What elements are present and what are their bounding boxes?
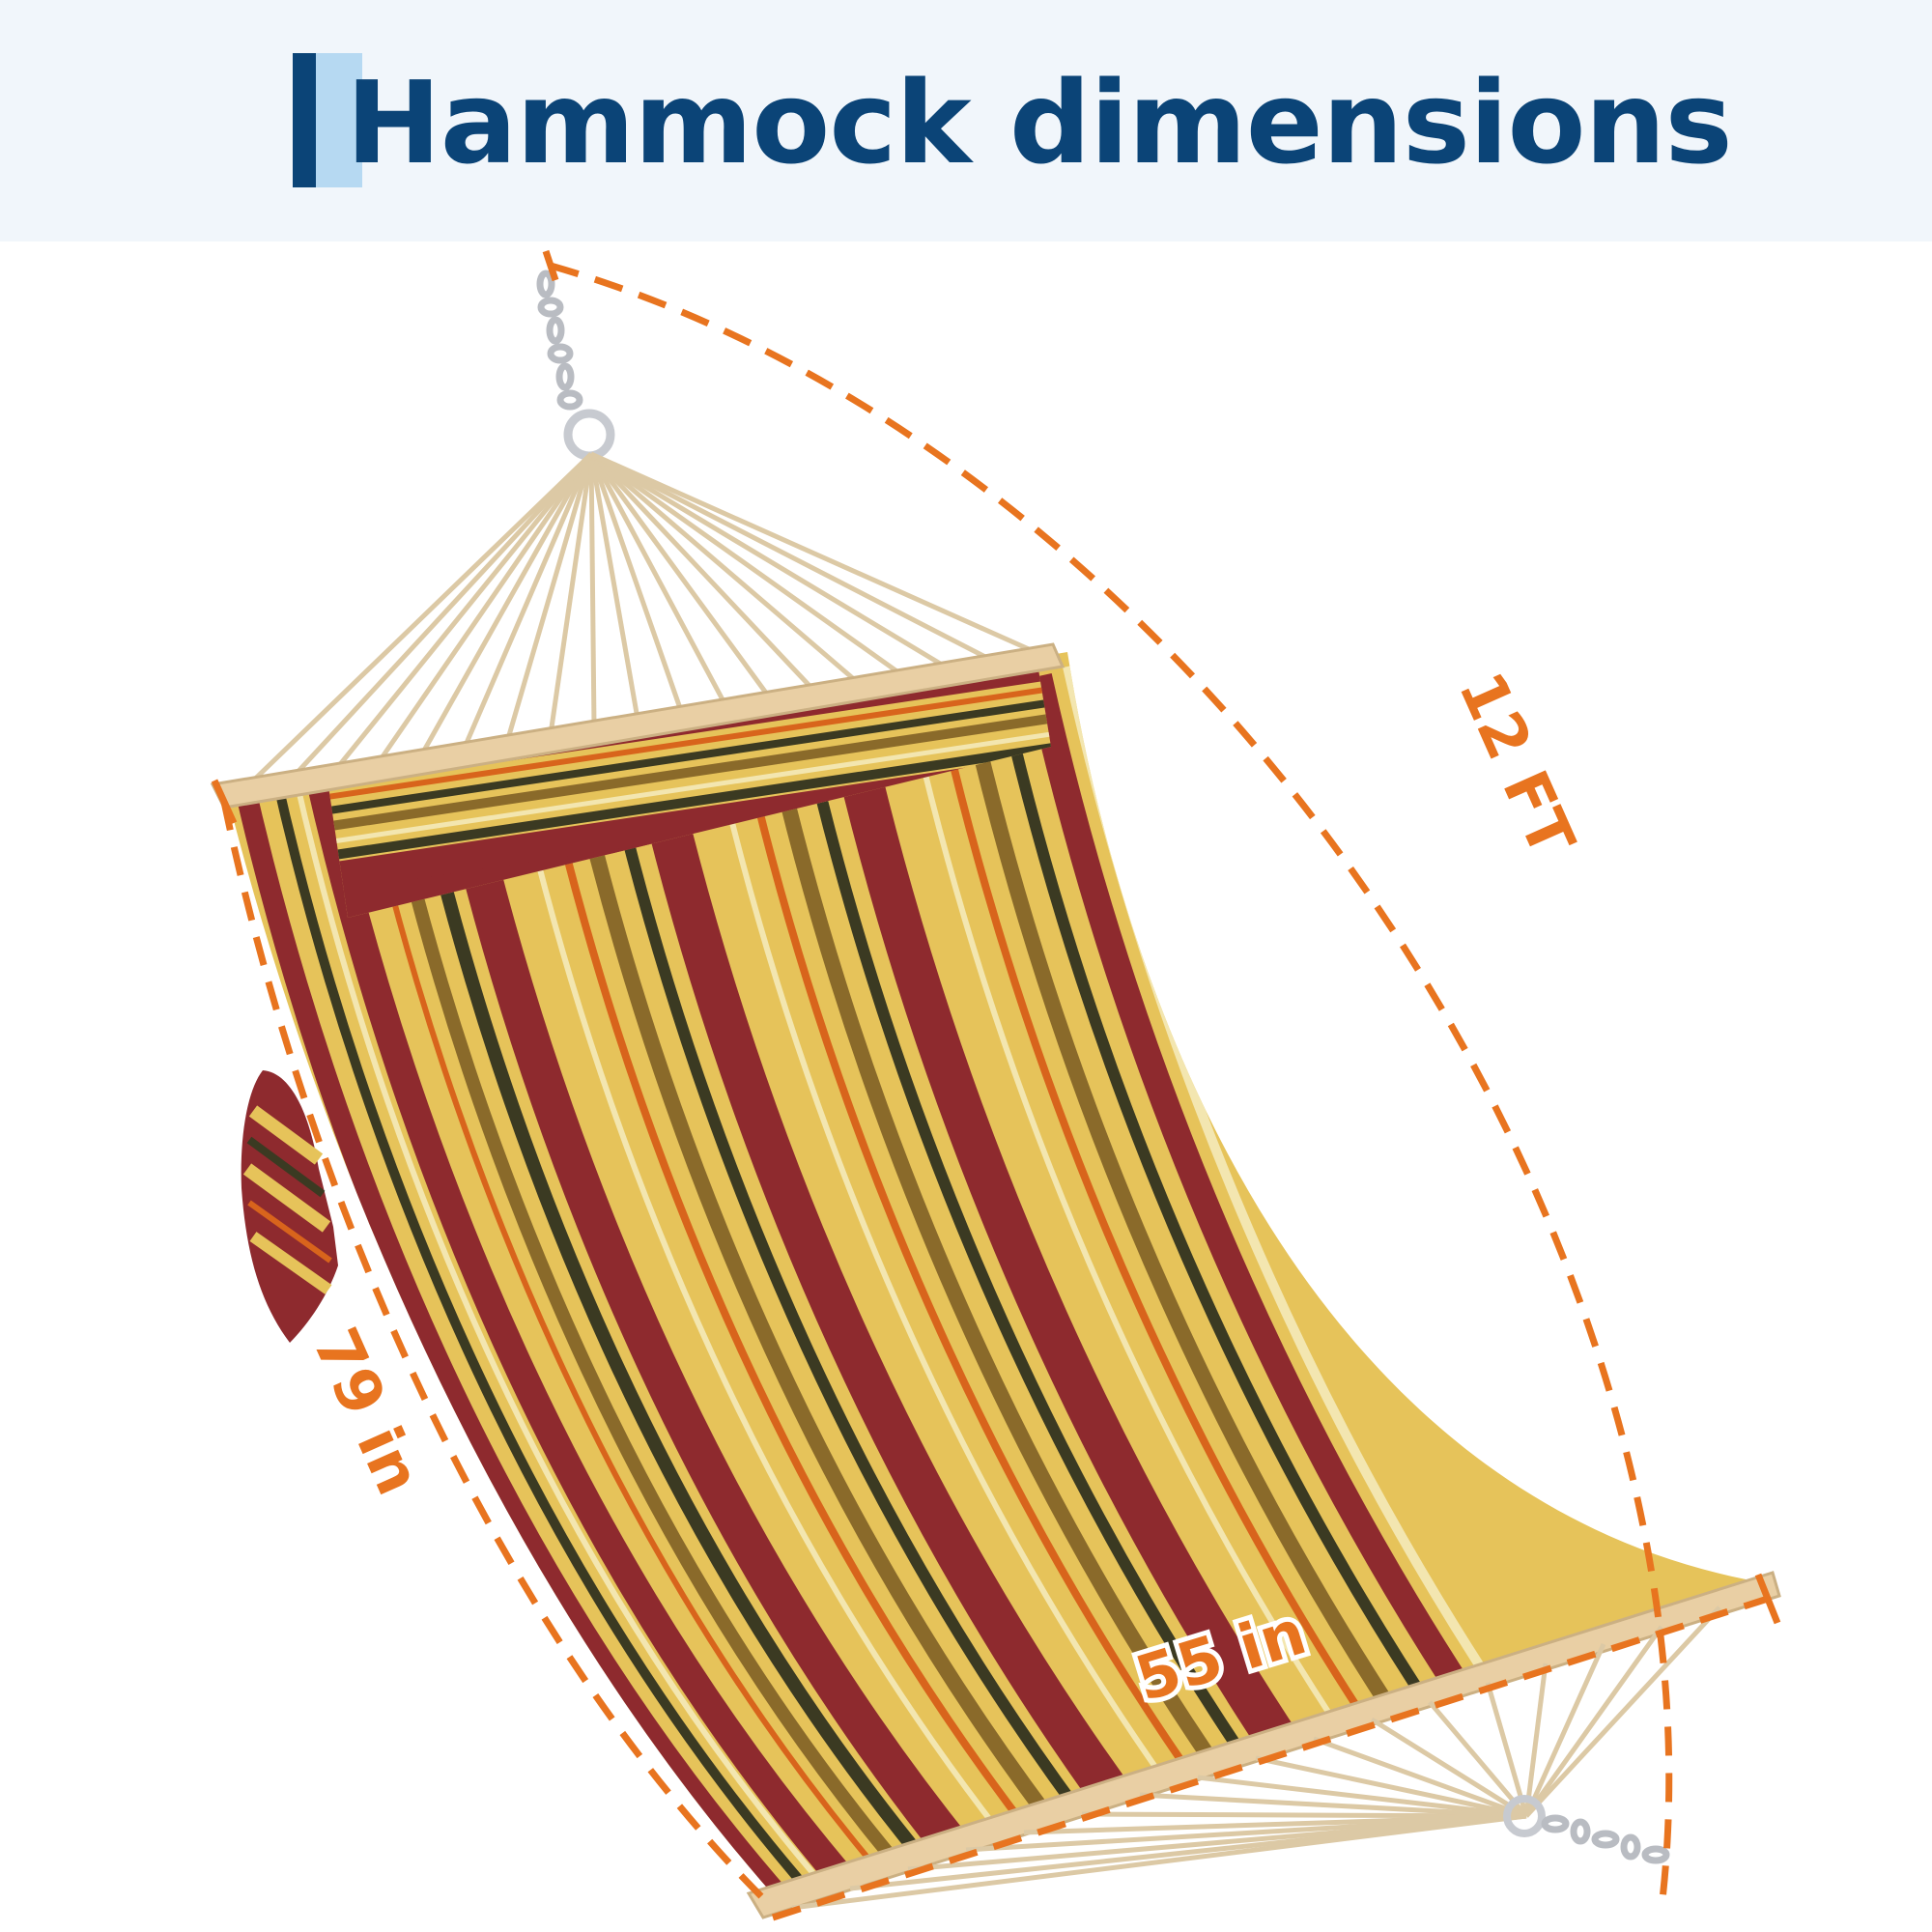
overall-length-label: 12 FT [1444, 663, 1588, 867]
page-title: Hammock dimensions [346, 56, 1733, 189]
arc-tick-top [542, 249, 559, 282]
top-ropes [244, 451, 1031, 789]
side-bag [241, 1070, 338, 1343]
bottom-chain [1503, 1795, 1670, 1864]
overall-length-arc [550, 262, 1673, 1909]
bed-length-label: 79 in [298, 1319, 434, 1505]
bottom-spreader-bar [746, 1571, 1781, 1919]
dimension-lines [220, 262, 1770, 1921]
bed-width-tick-right [1754, 1573, 1781, 1625]
title-accent-bar-light [316, 53, 362, 187]
bed-length-tick-top [211, 779, 238, 825]
bed-length-line [220, 801, 776, 1911]
title-accent-bar-dark [293, 53, 316, 187]
top-chain [536, 270, 615, 461]
bottom-ropes [791, 1605, 1721, 1911]
bed-width-line [771, 1595, 1770, 1921]
